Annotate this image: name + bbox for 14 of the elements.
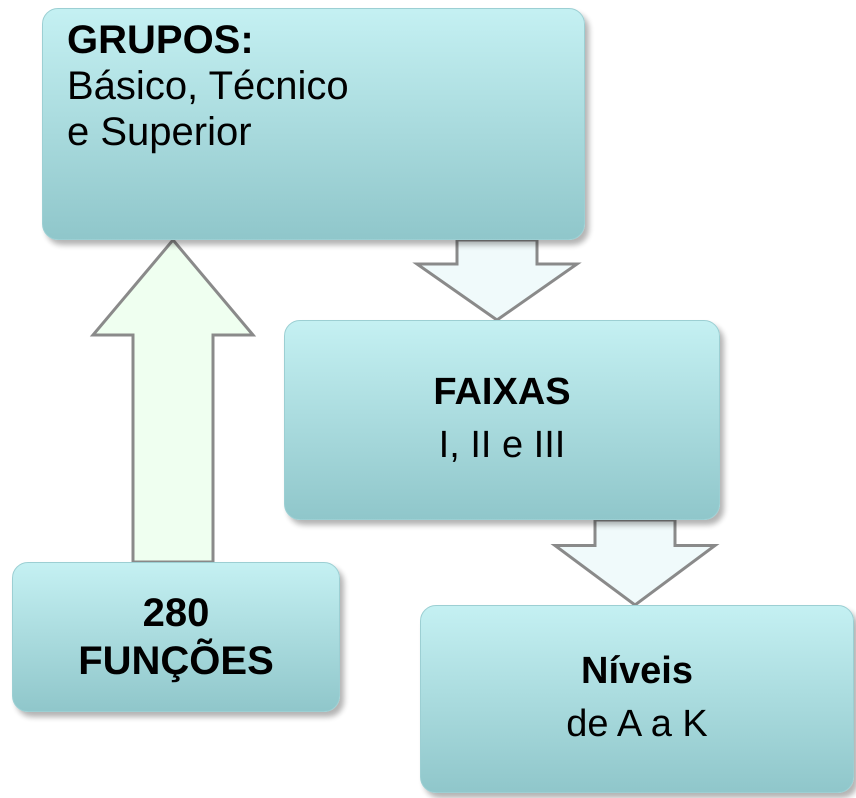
block-arrow: [412, 238, 582, 322]
process-box: [284, 320, 720, 520]
block-arrow: [550, 518, 720, 607]
box-heading: FAIXAS: [433, 370, 571, 415]
box-heading: GRUPOS:: [67, 17, 254, 63]
box-text: de A a K: [566, 702, 708, 747]
block-arrow: [90, 238, 256, 564]
process-box: [42, 8, 585, 240]
box-text: 280 FUNÇÕES: [77, 590, 275, 685]
box-heading: Níveis: [581, 649, 693, 694]
box-text: I, II e III: [438, 423, 566, 468]
box-text: Básico, Técnico e Superior: [67, 63, 350, 155]
process-box: [420, 605, 854, 793]
process-box: [12, 562, 340, 712]
